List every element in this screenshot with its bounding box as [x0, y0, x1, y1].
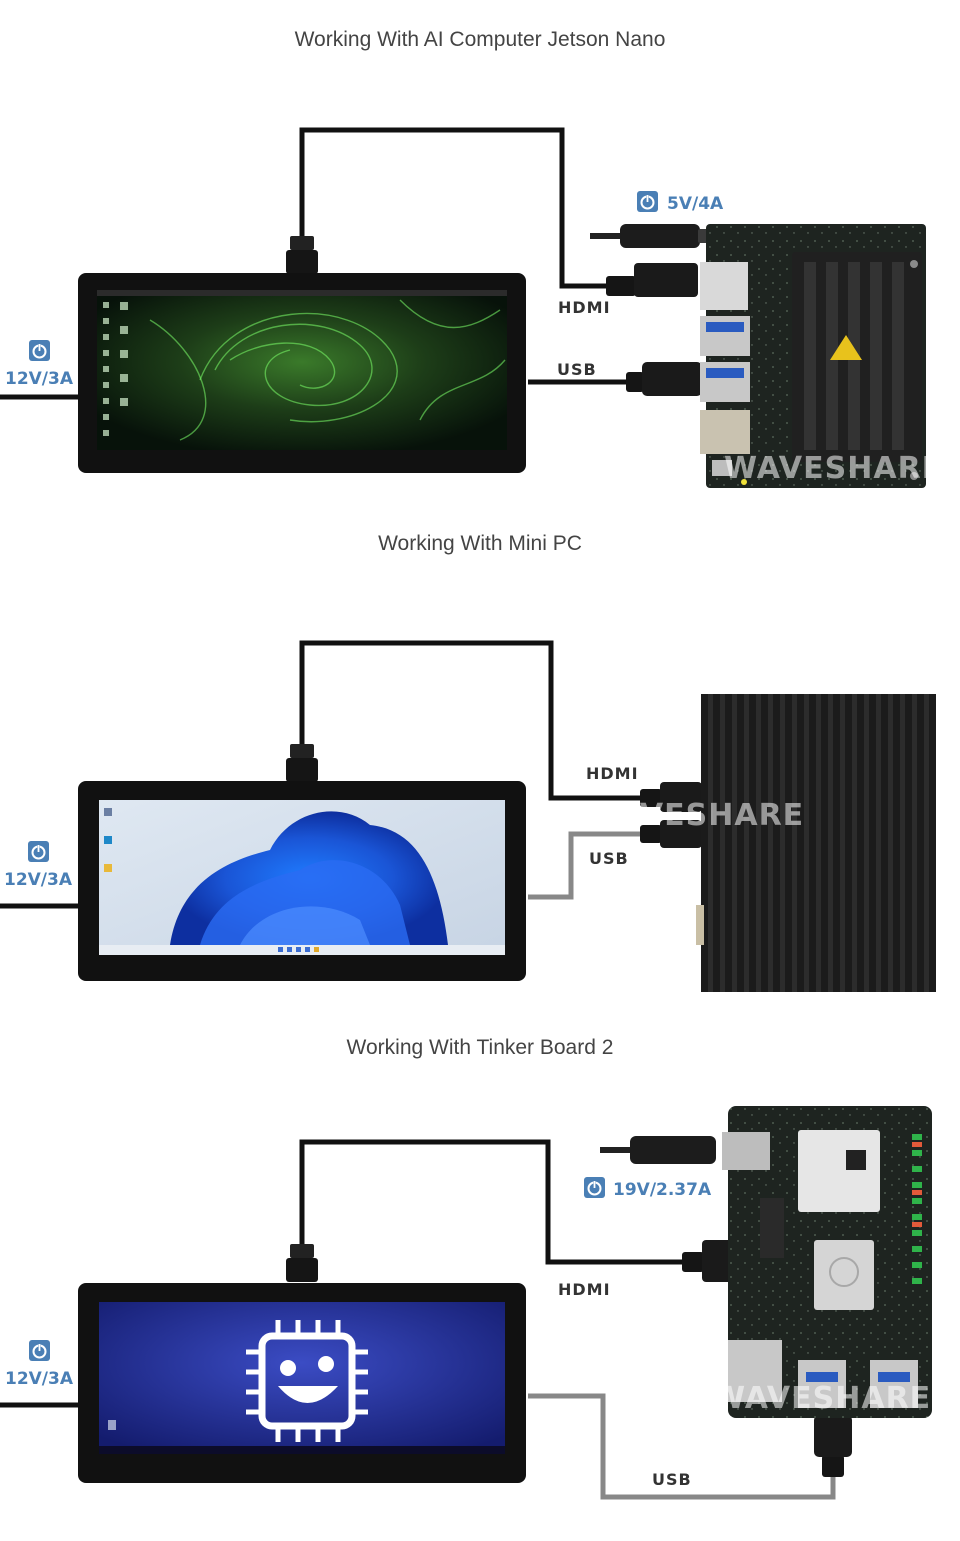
hdmi-plug-icon — [606, 263, 698, 297]
power-icon — [29, 1340, 50, 1361]
tinker-logo-icon — [246, 1320, 368, 1442]
device-power-label: 5V/4A — [667, 194, 724, 214]
section-title: Working With Tinker Board 2 — [347, 1036, 614, 1059]
section-tinker-board: Working With Tinker Board 2 HDMI USB 12V… — [0, 1036, 932, 1500]
watermark-text: WAVESHARE — [585, 798, 804, 833]
display-monitor — [78, 781, 526, 981]
usb-plug-icon — [626, 362, 702, 396]
section-title: Working With Mini PC — [378, 532, 582, 555]
display-power-label: 12V/3A — [5, 1369, 74, 1389]
hdmi-cable — [299, 1139, 690, 1265]
display-monitor — [78, 1283, 526, 1483]
usb-plug-icon — [814, 1415, 852, 1477]
watermark-text: WAVESHARE — [724, 451, 943, 486]
hdmi-plug-icon — [640, 782, 702, 812]
usb-label: USB — [557, 360, 597, 379]
hdmi-connector-icon — [286, 744, 318, 782]
usb-cable — [528, 1393, 836, 1500]
hdmi-connector-icon — [286, 1244, 318, 1282]
windows-bloom-wallpaper — [170, 811, 448, 945]
usb-label: USB — [589, 849, 629, 868]
tinker-desktop-screen — [99, 1302, 505, 1454]
display-power-label: 12V/3A — [4, 870, 73, 890]
display-monitor — [78, 273, 526, 473]
device-power-label: 19V/2.37A — [613, 1180, 712, 1200]
hdmi-label: HDMI — [558, 1280, 611, 1299]
hdmi-label: HDMI — [558, 298, 611, 317]
power-icon — [584, 1177, 605, 1198]
tinker-board-device — [722, 1106, 932, 1418]
hdmi-label: HDMI — [586, 764, 639, 783]
jetson-nano-board — [700, 224, 926, 488]
usb-cable — [528, 831, 650, 900]
usb-plug-icon — [640, 820, 702, 848]
taskbar — [99, 945, 505, 955]
hdmi-cable — [299, 640, 650, 801]
hdmi-connector-icon — [286, 236, 318, 274]
section-title: Working With AI Computer Jetson Nano — [295, 28, 666, 51]
watermark-text: WAVESHARE — [712, 1381, 931, 1416]
section-jetson-nano: Working With AI Computer Jetson Nano HDM… — [0, 28, 943, 488]
barrel-plug-icon — [620, 224, 712, 248]
display-power-label: 12V/3A — [5, 369, 74, 389]
usb-label: USB — [652, 1470, 692, 1489]
nvidia-desktop-screen — [97, 290, 507, 450]
warning-icon — [830, 335, 862, 360]
taskbar — [99, 1446, 505, 1454]
power-icon — [637, 191, 658, 212]
hdmi-cable — [299, 127, 615, 289]
mini-pc-device — [696, 694, 936, 992]
power-icon — [28, 841, 49, 862]
section-mini-pc: Working With Mini PC HDMI USB 12V/3A — [0, 532, 936, 992]
barrel-plug-icon — [630, 1136, 716, 1164]
power-icon — [29, 340, 50, 361]
